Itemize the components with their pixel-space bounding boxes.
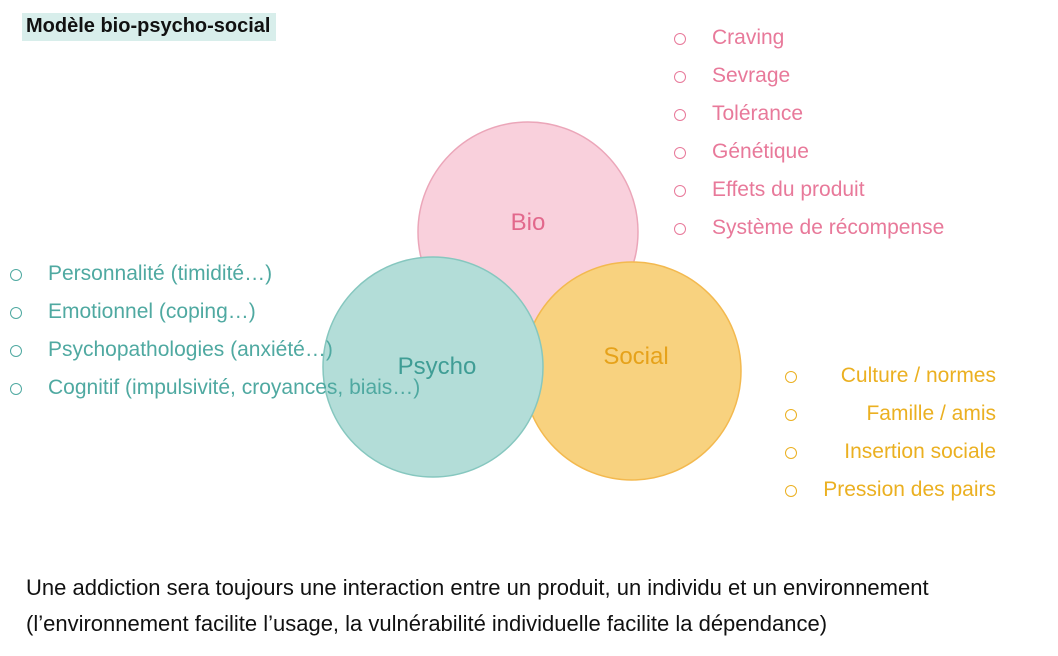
bio-factors-list: Craving Sevrage Tolérance Génétique Effe… [672,19,944,247]
footer-line-2: (l’environnement facilite l’usage, la vu… [26,611,828,636]
social-item-label: Famille / amis [866,402,996,425]
list-item: Emotionnel (coping…) [8,293,348,331]
social-item-label: Insertion sociale [844,440,996,463]
bullet-icon [10,345,22,357]
list-item: Culture / normes [783,357,996,395]
bullet-icon [785,447,798,459]
bio-item-label: Sevrage [712,64,791,87]
psycho-circle [322,256,544,478]
bio-item-label: Effets du produit [712,178,865,201]
bullet-icon [674,71,686,83]
list-item: Tolérance [672,95,944,133]
bullet-icon [10,269,22,281]
bullet-icon [10,383,22,395]
list-item: Cognitif (impulsivité, croyances, biais…… [8,369,420,407]
bio-label: Bio [511,209,546,236]
list-item: Personnalité (timidité…) [8,255,348,293]
footer-text: Une addiction sera toujours une interact… [26,570,1056,642]
bullet-icon [785,485,798,497]
list-item: Génétique [672,133,944,171]
list-item: Système de récompense [672,209,944,247]
page-title: Modèle bio-psycho-social [22,13,277,41]
psycho-item-label: Cognitif (impulsivité, croyances, biais…… [48,376,421,399]
list-item: Psychopathologies (anxiété…) [8,331,333,369]
psycho-factors-list: Personnalité (timidité…) Emotionnel (cop… [8,255,420,407]
bio-item-label: Système de récompense [712,216,945,239]
bullet-icon [674,109,686,121]
bullet-icon [674,185,686,197]
social-item-label: Culture / normes [840,364,996,387]
social-factors-list: Culture / normes Famille / amis Insertio… [783,357,996,509]
bullet-icon [10,307,22,319]
social-item-label: Pression des pairs [823,478,996,501]
social-label: Social [603,343,668,370]
list-item: Famille / amis [783,395,996,433]
list-item: Pression des pairs [783,471,996,509]
list-item: Insertion sociale [783,433,996,471]
list-item: Effets du produit [672,171,944,209]
footer-line-1: Une addiction sera toujours une interact… [26,575,929,600]
psycho-label: Psycho [398,353,477,380]
bio-item-label: Génétique [712,140,809,163]
bio-item-label: Tolérance [712,102,804,125]
list-item: Craving [672,19,944,57]
list-item: Sevrage [672,57,944,95]
bullet-icon [674,33,686,45]
bio-item-label: Craving [712,26,785,49]
psycho-item-label: Emotionnel (coping…) [48,300,256,323]
psycho-item-label: Personnalité (timidité…) [48,262,273,285]
bullet-icon [785,371,798,383]
bullet-icon [785,409,798,421]
psycho-item-label: Psychopathologies (anxiété…) [48,338,333,361]
social-circle [522,261,742,481]
bullet-icon [674,223,686,235]
bullet-icon [674,147,686,159]
